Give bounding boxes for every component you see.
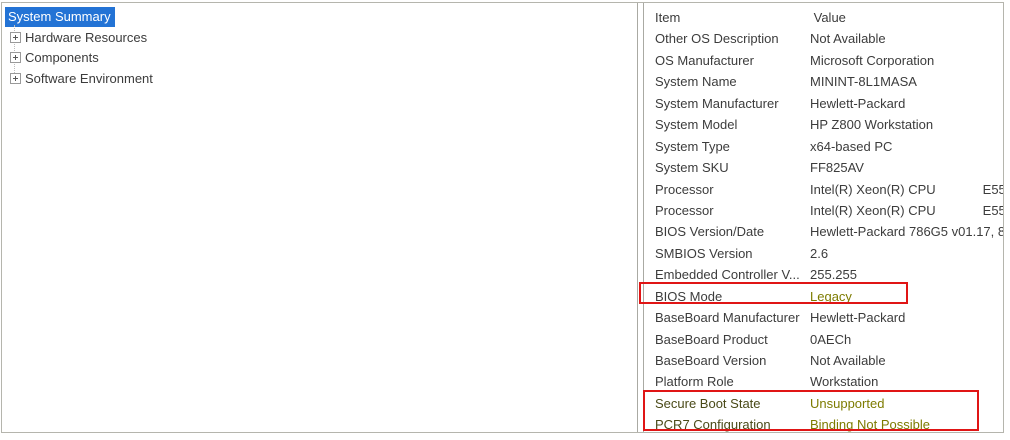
tree-node-label: Components [25,50,99,66]
value-cell: Hewlett-Packard 786G5 v01.17, 8/ [810,224,1003,240]
tree-node-label: Hardware Resources [25,29,148,45]
item-cell: Processor [655,181,714,197]
item-cell: BaseBoard Version [655,353,767,368]
category-tree: System Summary Hardware Resources Compon… [2,3,637,89]
table-row[interactable]: System SKU FF825AV [644,157,1003,178]
item-cell: BaseBoard Product [655,331,768,347]
expand-plus-icon[interactable] [10,72,21,84]
item-cell: System Type [655,138,730,154]
value-cell: Not Available [810,31,886,47]
table-row[interactable]: System Manufacturer Hewlett-Packard [644,93,1003,114]
msinfo-split-view: System Summary Hardware Resources Compon… [1,2,1004,433]
item-cell: Processor [655,202,714,218]
table-row[interactable]: System Model HP Z800 Workstation [644,114,1003,135]
value-cell: Intel(R) Xeon(R) CPU E5506 [810,181,1003,197]
tree-node-system-summary[interactable]: System Summary [5,7,115,27]
table-row[interactable]: Secure Boot State Unsupported [644,393,1003,414]
expand-plus-icon[interactable] [10,52,21,64]
item-cell: SMBIOS Version [655,245,753,261]
item-cell: PCR7 Configuration [655,417,771,432]
table-row[interactable]: Embedded Controller V... 255.255 [644,264,1003,285]
tree-node-label: Software Environment [25,70,153,86]
table-row[interactable]: SMBIOS Version 2.6 [644,243,1003,264]
table-row[interactable]: OS Manufacturer Microsoft Corporation [644,50,1003,71]
tree-node-software-environment[interactable]: Software Environment [4,68,637,89]
item-cell: BIOS Version/Date [655,224,765,240]
expand-plus-icon[interactable] [10,31,21,43]
item-cell: BIOS Mode [655,288,723,304]
value-cell: Hewlett-Packard [810,310,906,326]
value-cell: MININT-8L1MASA [810,74,917,90]
table-row[interactable]: Processor Intel(R) Xeon(R) CPU E5506 [644,179,1003,200]
value-cell: Binding Not Possible [810,417,930,432]
item-cell: System Manufacturer [655,95,779,111]
table-row[interactable]: System Type x64-based PC [644,136,1003,157]
value-cell: Unsupported [810,395,885,411]
item-cell: Other OS Description [655,31,779,47]
value-cell: Not Available [810,353,886,368]
table-row[interactable]: BaseBoard Version Not Available [644,350,1003,371]
value-cell: HP Z800 Workstation [810,117,934,133]
table-row[interactable]: Other OS Description Not Available [644,28,1003,49]
category-tree-pane: System Summary Hardware Resources Compon… [2,3,638,432]
item-cell: Embedded Controller V... [655,267,800,283]
tree-node-components[interactable]: Components [4,48,637,69]
table-row[interactable]: BIOS Version/Date Hewlett-Packard 786G5 v… [644,221,1003,242]
value-cell: Microsoft Corporation [810,52,935,68]
table-row[interactable]: Processor Intel(R) Xeon(R) CPU E5506 [644,200,1003,221]
table-row[interactable]: BaseBoard Product 0AECh [644,329,1003,350]
item-cell: Platform Role [655,374,734,390]
table-row[interactable]: BIOS Mode Legacy [644,286,1003,307]
value-cell: Intel(R) Xeon(R) CPU E5506 [810,202,1003,218]
item-cell: Secure Boot State [655,395,761,411]
value-cell: 255.255 [810,267,857,283]
table-row[interactable]: PCR7 Configuration Binding Not Possible [644,414,1003,432]
tree-node-hardware-resources[interactable]: Hardware Resources [4,27,637,48]
details-header-row: Item Value [644,7,1003,28]
value-cell: Hewlett-Packard [810,95,906,111]
item-column-header[interactable]: Item [655,10,681,25]
value-cell: Workstation [810,374,879,390]
tree-connector-line [14,25,15,77]
item-cell: OS Manufacturer [655,52,754,68]
value-cell: 0AECh [810,331,852,347]
value-cell: x64-based PC [810,138,893,154]
item-cell: System Name [655,74,737,90]
item-cell: System SKU [655,160,729,176]
table-row[interactable]: System Name MININT-8L1MASA [644,71,1003,92]
table-row[interactable]: Platform Role Workstation [644,371,1003,392]
item-cell: System Model [655,117,738,133]
value-cell: Legacy [810,288,852,304]
value-cell: FF825AV [810,160,864,176]
value-cell: 2.6 [810,245,829,261]
table-row[interactable]: BaseBoard Manufacturer Hewlett-Packard [644,307,1003,328]
item-cell: BaseBoard Manufacturer [655,310,800,326]
value-column-header[interactable]: Value [813,10,846,25]
